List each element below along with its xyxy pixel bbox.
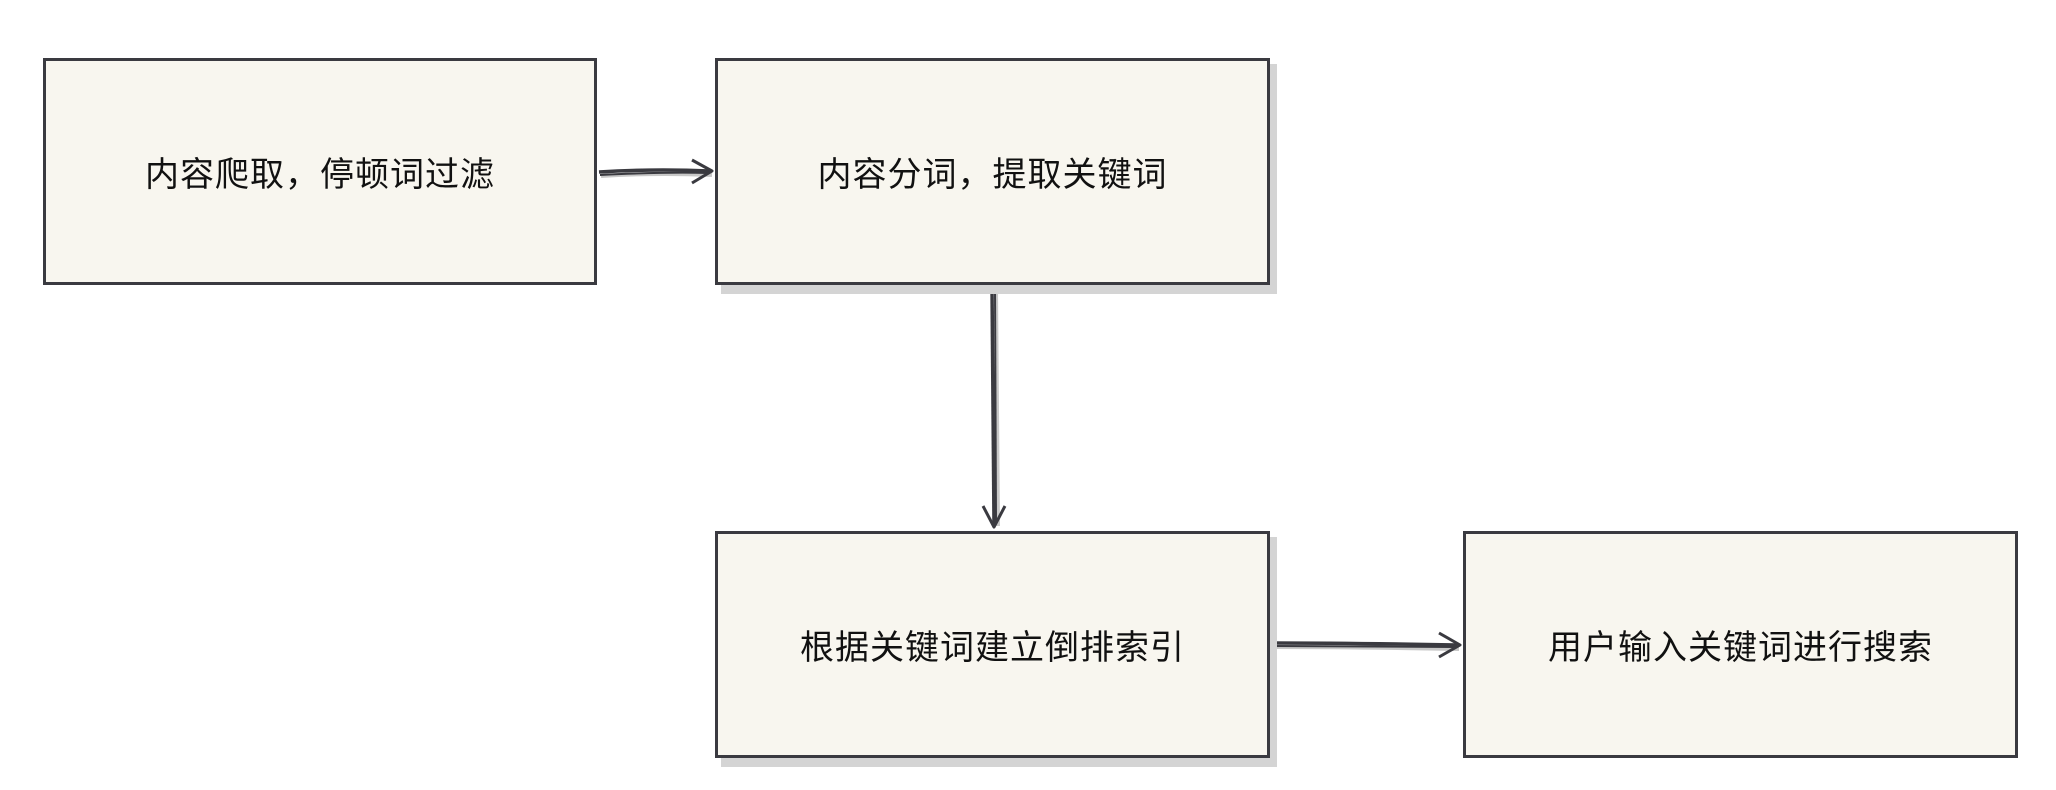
node-build-inverted-index[interactable]: 根据关键词建立倒排索引: [715, 531, 1270, 758]
arrow-seg-to-index: [981, 286, 1007, 529]
node-shadow: [1270, 64, 1277, 294]
node-label: 内容分词，提取关键词: [817, 155, 1168, 195]
node-label: 根据关键词建立倒排索引: [800, 628, 1185, 668]
node-user-search[interactable]: 用户输入关键词进行搜索: [1463, 531, 2018, 758]
node-label: 用户输入关键词进行搜索: [1548, 628, 1933, 668]
node-crawl-filter[interactable]: 内容爬取，停顿词过滤: [43, 58, 597, 285]
node-shadow: [721, 285, 1276, 294]
arrow-index-to-search: [1271, 631, 1462, 659]
node-label: 内容爬取，停顿词过滤: [145, 155, 495, 195]
node-segment-keywords[interactable]: 内容分词，提取关键词: [715, 58, 1270, 285]
arrow-crawl-to-seg: [598, 158, 714, 185]
node-shadow: [721, 758, 1276, 767]
node-shadow: [1270, 537, 1277, 767]
